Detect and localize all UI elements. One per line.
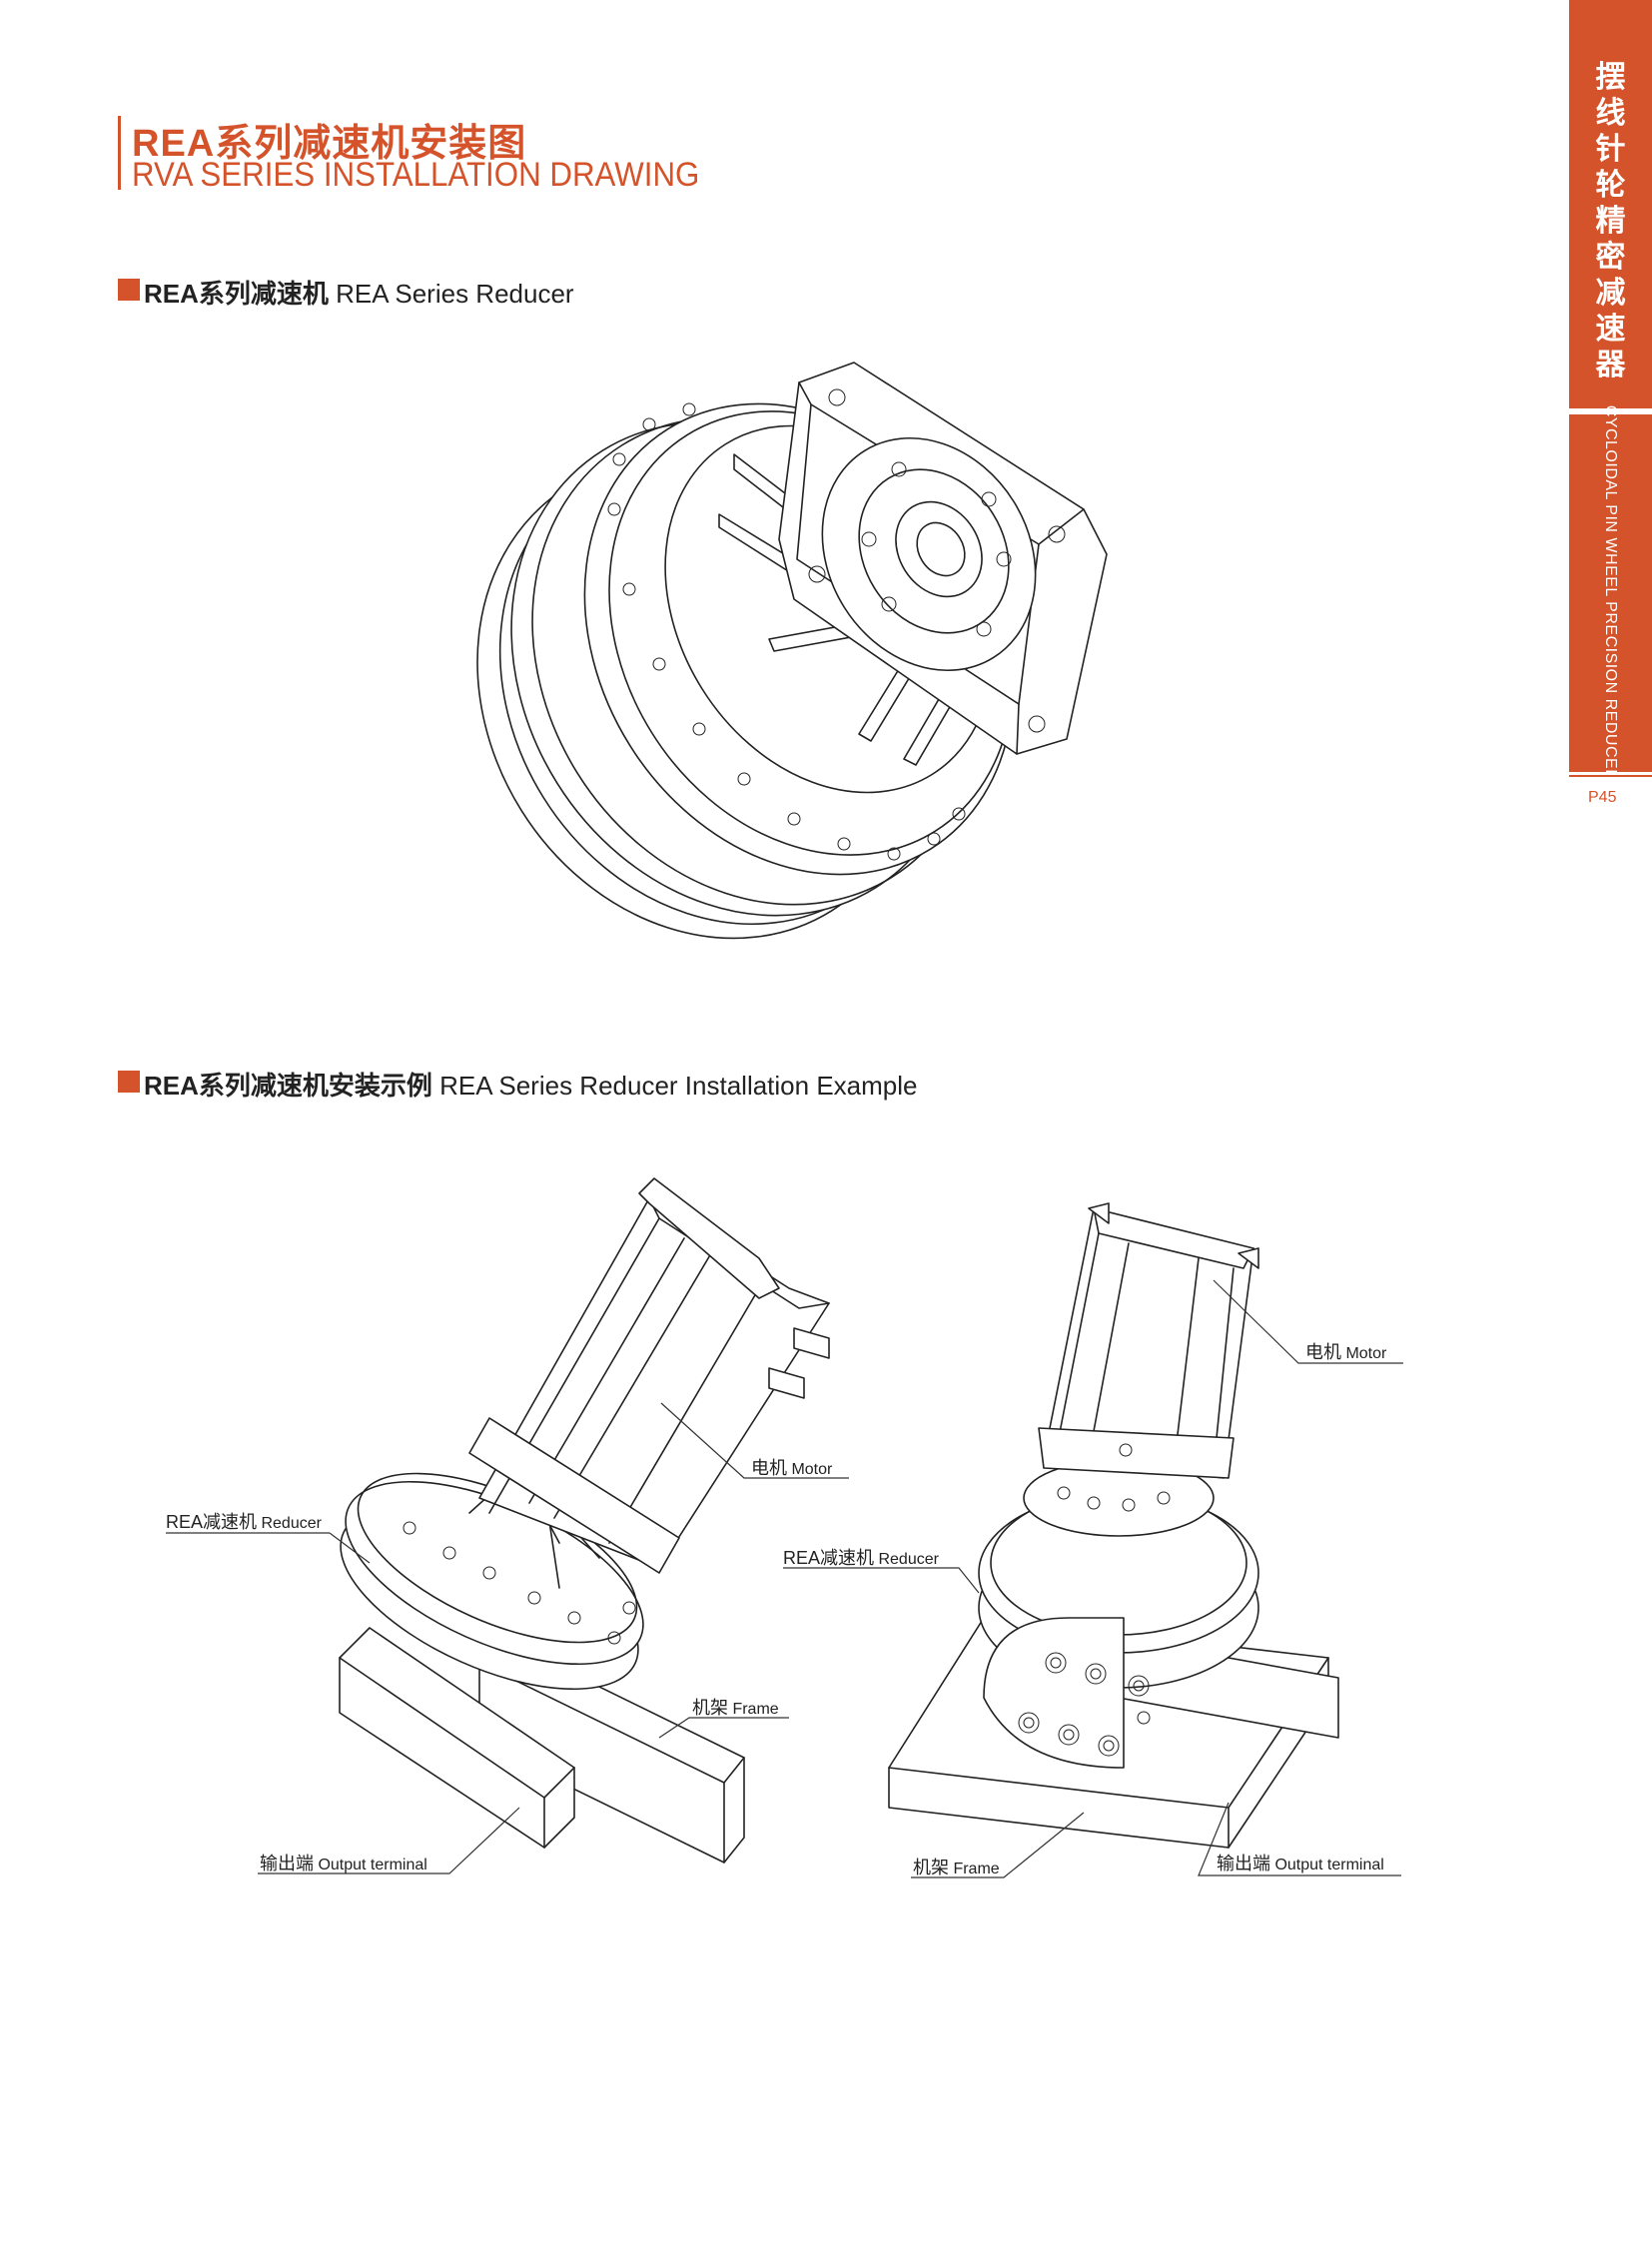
section1-heading: REA系列减速机 REA Series Reducer: [144, 274, 574, 311]
label-left-reducer: REA减速机 Reducer: [166, 1508, 322, 1534]
side-tab-underline: [1569, 775, 1652, 777]
label-en: Output terminal: [1270, 1857, 1384, 1873]
side-tab-divider: [1569, 408, 1652, 414]
side-char: 轮: [1595, 169, 1626, 202]
page-number: P45: [1588, 789, 1617, 806]
side-char: 密: [1595, 241, 1626, 274]
label-cn: 电机: [1305, 1342, 1341, 1362]
label-right-output: 输出端 Output terminal: [1217, 1850, 1384, 1875]
side-tab-title-cn: 摆 线 针 轮 精 密 减 速 器: [1569, 60, 1652, 383]
label-left-output: 输出端 Output terminal: [260, 1850, 427, 1875]
label-en: Motor: [1341, 1345, 1387, 1362]
section2-marker: [118, 1071, 140, 1093]
leader-lines: [166, 1279, 1403, 1878]
section1-title-en: REA Series Reducer: [328, 279, 574, 309]
side-char: 线: [1595, 97, 1626, 130]
label-right-motor: 电机 Motor: [1305, 1338, 1386, 1364]
section2-heading: REA系列减速机安装示例 REA Series Reducer Installa…: [144, 1066, 917, 1103]
label-right-reducer: REA减速机 Reducer: [783, 1544, 939, 1570]
label-cn: 机架: [913, 1858, 949, 1877]
section2-title-cn: REA系列减速机安装示例: [144, 1071, 432, 1101]
label-left-frame: 机架 Frame: [692, 1694, 779, 1720]
side-char: 减: [1595, 277, 1626, 310]
side-char: 针: [1595, 133, 1626, 166]
side-tab-top: [1569, 0, 1652, 408]
label-en: Motor: [787, 1461, 833, 1478]
label-cn: 输出端: [1217, 1854, 1270, 1873]
page-title-en: RVA SERIES INSTALLATION DRAWING: [132, 156, 700, 194]
label-en: Frame: [728, 1701, 779, 1718]
label-cn: REA减速机: [166, 1512, 258, 1532]
label-cn: 电机: [751, 1458, 787, 1478]
label-en: Reducer: [257, 1515, 322, 1532]
section1-marker: [118, 279, 140, 301]
side-tab-bottom: [1569, 414, 1652, 772]
label-right-frame: 机架 Frame: [913, 1854, 1000, 1879]
side-char: 精: [1595, 205, 1626, 238]
label-en: Frame: [949, 1861, 1000, 1877]
example-right-drawing: [888, 1202, 1339, 1849]
section1-title-cn: REA系列减速机: [144, 279, 329, 309]
example-left-drawing: [339, 1177, 830, 1864]
section2-title-en: REA Series Reducer Installation Example: [431, 1071, 918, 1101]
side-char: 器: [1595, 349, 1626, 381]
side-char: 速: [1595, 313, 1626, 346]
label-en: Reducer: [874, 1551, 939, 1568]
side-tab-title-en: CYCLOIDAL PIN WHEEL PRECISION REDUCER: [1602, 404, 1619, 782]
title-accent-bar: [118, 116, 121, 190]
page-title-cn: REA系列减速机安装图: [132, 123, 527, 165]
label-left-motor: 电机 Motor: [751, 1454, 832, 1480]
reducer-drawing: [476, 362, 1108, 940]
label-cn: 机架: [692, 1698, 728, 1718]
label-cn: REA减速机: [783, 1548, 875, 1568]
label-en: Output terminal: [314, 1857, 427, 1873]
label-cn: 输出端: [260, 1854, 314, 1873]
side-char: 摆: [1595, 61, 1626, 94]
